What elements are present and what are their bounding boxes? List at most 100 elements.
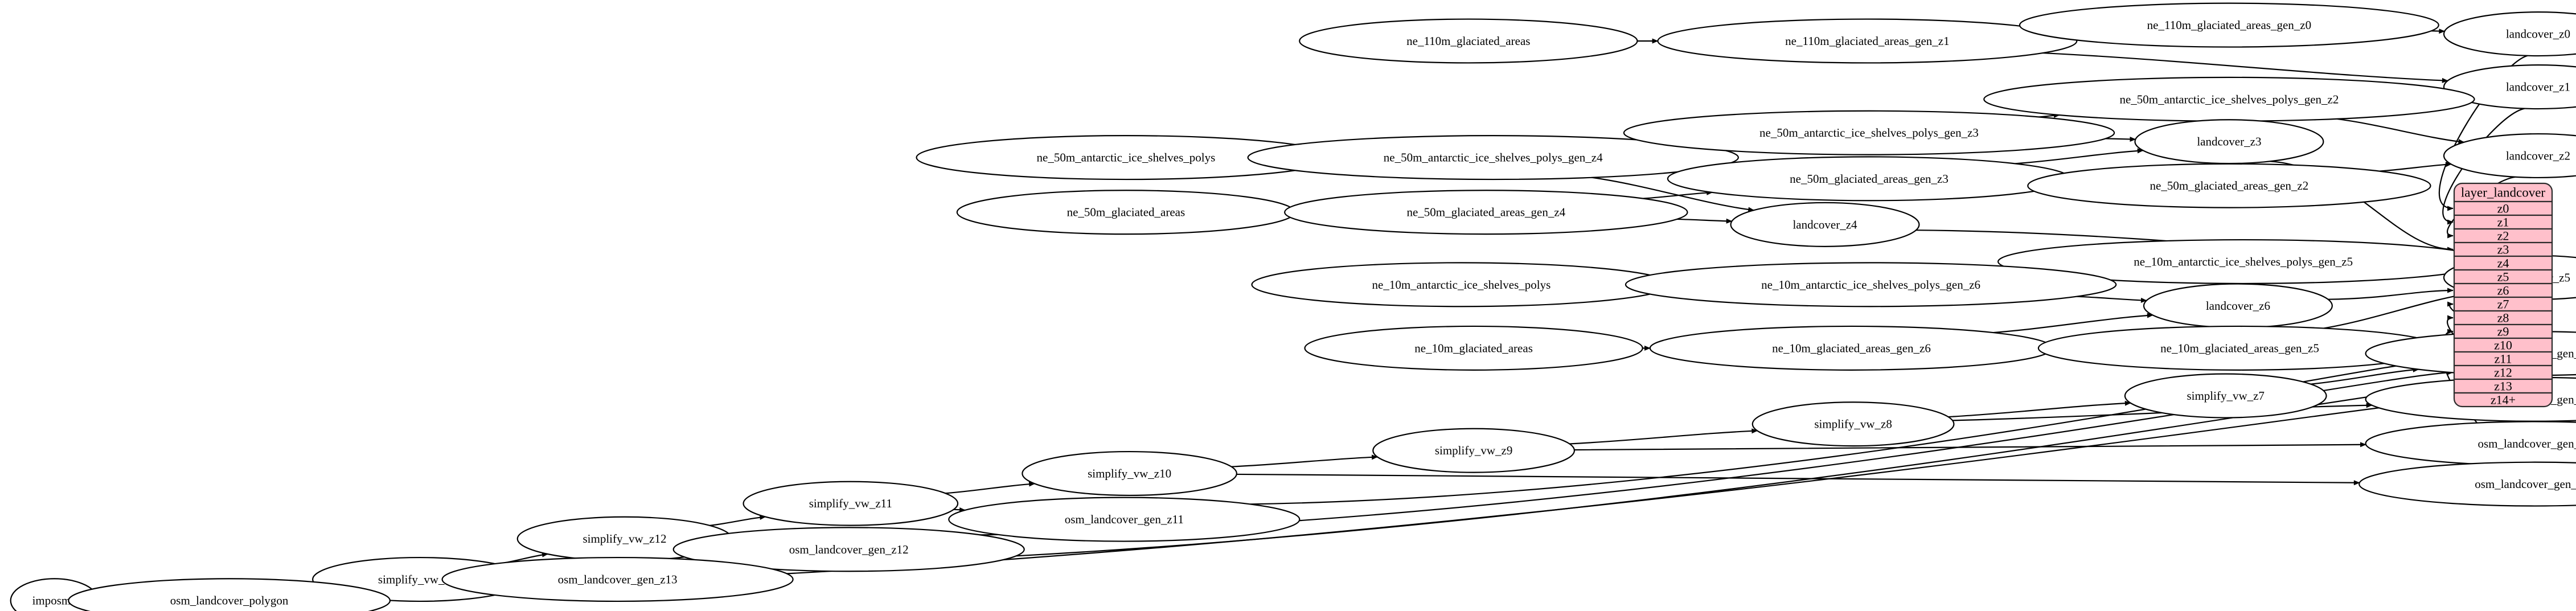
graph-node-osm_landcover_gen_z9[interactable]: osm_landcover_gen_z9 — [2365, 421, 2576, 466]
table-row-z6[interactable]: z6 — [2453, 282, 2553, 298]
node-label: osm_landcover_gen_z10 — [2475, 477, 2576, 491]
graph-node-ne_50m_antarctic_ice_shelves_polys_gen_z4[interactable]: ne_50m_antarctic_ice_shelves_polys_gen_z… — [1247, 135, 1739, 181]
graph-edge — [1250, 356, 2454, 505]
graph-node-ne_10m_antarctic_ice_shelves_polys_gen_z6[interactable]: ne_10m_antarctic_ice_shelves_polys_gen_z… — [1625, 262, 2117, 307]
graph-node-ne_50m_glaciated_areas[interactable]: ne_50m_glaciated_areas — [956, 190, 1296, 235]
node-label: simplify_vw_z10 — [1088, 467, 1171, 481]
graph-edge — [1236, 473, 2360, 486]
table-row-z1[interactable]: z1 — [2453, 214, 2553, 230]
graph-node-simplify_vw_z10[interactable]: simplify_vw_z10 — [1022, 450, 1237, 497]
table-row-z13[interactable]: z13 — [2453, 378, 2553, 394]
table-cell-label: z9 — [2497, 325, 2509, 339]
graph-node-ne_50m_glaciated_areas_gen_z4[interactable]: ne_50m_glaciated_areas_gen_z4 — [1284, 190, 1688, 235]
table-row-z5[interactable]: z5 — [2453, 269, 2553, 285]
graph-node-ne_10m_glaciated_areas_gen_z5[interactable]: ne_10m_glaciated_areas_gen_z5 — [2037, 325, 2442, 371]
node-label: ne_10m_glaciated_areas_gen_z6 — [1772, 341, 1931, 355]
graph-node-landcover_z3[interactable]: landcover_z3 — [2134, 119, 2324, 165]
graph-node-ne_50m_glaciated_areas_gen_z3[interactable]: ne_50m_glaciated_areas_gen_z3 — [1667, 156, 2072, 202]
graph-node-ne_10m_glaciated_areas_gen_z6[interactable]: ne_10m_glaciated_areas_gen_z6 — [1649, 325, 2054, 371]
table-row-z7[interactable]: z7 — [2453, 296, 2553, 312]
graph-node-landcover_z6[interactable]: landcover_z6 — [2143, 283, 2333, 329]
graph-node-simplify_vw_z8[interactable]: simplify_vw_z8 — [1751, 401, 1955, 447]
graph-edge — [2077, 296, 2147, 303]
graph-edge — [1574, 442, 2366, 451]
graph-node-osm_landcover_gen_z11[interactable]: osm_landcover_gen_z11 — [948, 497, 1301, 542]
table-cell-label: z3 — [2497, 243, 2509, 257]
graph-edge — [2336, 118, 2465, 145]
graph-node-osm_landcover_gen_z10[interactable]: osm_landcover_gen_z10 — [2358, 461, 2576, 507]
node-label: ne_10m_antarctic_ice_shelves_polys — [1372, 278, 1551, 292]
table-row-z3[interactable]: z3 — [2453, 241, 2553, 257]
table-cell-label: z0 — [2497, 202, 2509, 216]
table-row-z9[interactable]: z9 — [2453, 323, 2553, 339]
node-label: ne_50m_glaciated_areas_gen_z3 — [1790, 172, 1949, 186]
node-label: ne_10m_antarctic_ice_shelves_polys_gen_z… — [1761, 278, 1980, 292]
table-cell-label: z5 — [2497, 270, 2509, 284]
node-layer: ne_110m_glaciated_areas ne_110m_glaciated… — [10, 2, 2576, 611]
graph-node-ne_50m_antarctic_ice_shelves_polys_gen_z2[interactable]: ne_50m_antarctic_ice_shelves_polys_gen_z… — [1983, 76, 2475, 122]
graph-node-osm_landcover_polygon[interactable]: osm_landcover_polygon — [68, 578, 391, 611]
graph-node-landcover_z4[interactable]: landcover_z4 — [1730, 202, 1920, 247]
layer-landcover-table: layer_landcoverz0z1z2z3z4z5z6z7z8z9z10z1… — [2453, 182, 2553, 408]
node-label: simplify_vw_z11 — [809, 497, 892, 510]
table-row-z4[interactable]: z4 — [2453, 255, 2553, 271]
graph-node-ne_10m_glaciated_areas[interactable]: ne_10m_glaciated_areas — [1304, 325, 1643, 371]
node-label: ne_10m_glaciated_areas_gen_z5 — [2160, 341, 2319, 355]
table-title: layer_landcover — [2461, 186, 2545, 200]
graph-edge — [2015, 148, 2144, 165]
graph-edge — [945, 481, 1035, 494]
node-label: ne_110m_glaciated_areas — [1406, 34, 1530, 48]
table-row-z2[interactable]: z2 — [2453, 228, 2553, 244]
node-label: landcover_z1 — [2506, 80, 2570, 94]
table-row-z11[interactable]: z11 — [2453, 351, 2553, 367]
table-row-z14plus[interactable]: z14+ — [2453, 392, 2553, 408]
node-label: osm_landcover_gen_z9 — [2477, 437, 2576, 450]
node-label: landcover_z4 — [1792, 218, 1857, 231]
graph-node-ne_110m_glaciated_areas_gen_z1[interactable]: ne_110m_glaciated_areas_gen_z1 — [1657, 18, 2078, 64]
node-label: ne_10m_glaciated_areas — [1414, 341, 1533, 355]
node-label: ne_110m_glaciated_areas_gen_z1 — [1785, 34, 1949, 48]
graph-node-landcover_z1[interactable]: landcover_z1 — [2443, 64, 2576, 110]
node-label: osm_landcover_gen_z13 — [558, 573, 678, 587]
graph-node-osm_landcover_gen_z13[interactable]: osm_landcover_gen_z13 — [441, 556, 794, 602]
graph-node-osm_landcover_gen_z12[interactable]: osm_landcover_gen_z12 — [672, 527, 1025, 572]
graph-node-ne_10m_antarctic_ice_shelves_polys[interactable]: ne_10m_antarctic_ice_shelves_polys — [1251, 262, 1672, 307]
graph-edge — [1569, 428, 1758, 445]
node-label: osm_landcover_polygon — [170, 594, 289, 608]
graph-edge — [1993, 313, 2153, 334]
graph-node-landcover_z0[interactable]: landcover_z0 — [2443, 11, 2576, 57]
graph-node-ne_110m_glaciated_areas[interactable]: ne_110m_glaciated_areas — [1299, 18, 1638, 64]
graph-node-ne_10m_antarctic_ice_shelves_polys_gen_z5[interactable]: ne_10m_antarctic_ice_shelves_polys_gen_z… — [1997, 239, 2489, 285]
graph-node-simplify_vw_z7[interactable]: simplify_vw_z7 — [2124, 373, 2327, 419]
graph-node-ne_50m_antarctic_ice_shelves_polys[interactable]: ne_50m_antarctic_ice_shelves_polys — [916, 135, 1336, 181]
table-row-z12[interactable]: z12 — [2453, 364, 2553, 380]
node-label: landcover_z6 — [2206, 299, 2270, 313]
table-row-z8[interactable]: z8 — [2453, 310, 2553, 326]
table-row-z0[interactable]: z0 — [2453, 200, 2553, 216]
node-label: osm_landcover_gen_z11 — [1065, 512, 1184, 526]
table-row-z10[interactable]: z10 — [2453, 337, 2553, 353]
node-label: ne_50m_antarctic_ice_shelves_polys — [1037, 151, 1216, 165]
graph-node-ne_50m_antarctic_ice_shelves_polys_gen_z3[interactable]: ne_50m_antarctic_ice_shelves_polys_gen_z… — [1623, 110, 2115, 155]
graph-edge — [1231, 454, 1378, 468]
node-label: ne_10m_antarctic_ice_shelves_polys_gen_z… — [2134, 255, 2353, 269]
node-label: landcover_z3 — [2197, 135, 2261, 149]
node-label: simplify_vw_z12 — [583, 532, 667, 546]
node-label: ne_50m_antarctic_ice_shelves_polys_gen_z… — [1384, 151, 1603, 165]
graph-edge — [2311, 367, 2419, 385]
node-label: simplify_vw_z7 — [2187, 389, 2265, 403]
table-cell-label: z8 — [2497, 311, 2509, 325]
graph-node-landcover_z2[interactable]: landcover_z2 — [2443, 133, 2576, 179]
graph-edge — [2105, 137, 2136, 142]
graph-node-ne_50m_glaciated_areas_gen_z2[interactable]: ne_50m_glaciated_areas_gen_z2 — [2027, 163, 2431, 208]
node-label: ne_50m_glaciated_areas_gen_z4 — [1406, 206, 1565, 219]
graph-edge — [1677, 218, 1733, 224]
table-cell-label: z13 — [2494, 379, 2512, 393]
node-label: ne_50m_antarctic_ice_shelves_polys_gen_z… — [2119, 92, 2339, 106]
graph-node-simplify_vw_z9[interactable]: simplify_vw_z9 — [1372, 428, 1576, 473]
graph-node-simplify_vw_z11[interactable]: simplify_vw_z11 — [743, 481, 959, 526]
node-label: landcover_z0 — [2506, 27, 2570, 41]
graph-node-ne_110m_glaciated_areas_gen_z0[interactable]: ne_110m_glaciated_areas_gen_z0 — [2019, 2, 2439, 48]
